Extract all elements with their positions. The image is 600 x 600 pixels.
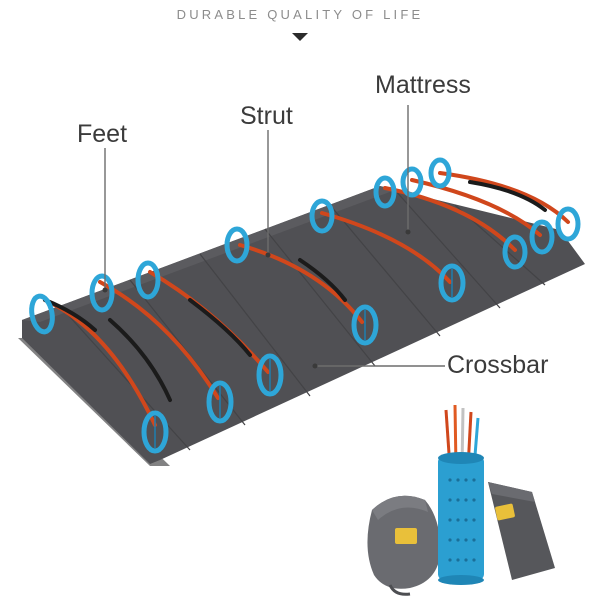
carry-bag-icon xyxy=(367,495,441,596)
leader-dots xyxy=(102,229,411,369)
pole-tube-icon xyxy=(438,404,484,585)
mattress-pouch-icon xyxy=(488,482,555,580)
leader-lines xyxy=(104,105,445,367)
callout-strut: Strut xyxy=(240,102,293,130)
bag-logo-icon xyxy=(395,528,417,544)
ring-details xyxy=(154,268,453,448)
callout-mattress: Mattress xyxy=(375,71,471,99)
pouch-logo-icon xyxy=(495,503,515,521)
folding-cot-icon xyxy=(18,157,585,466)
tagline: DURABLE QUALITY OF LIFE xyxy=(176,7,424,22)
strut-group xyxy=(43,171,570,427)
callout-crossbar: Crossbar xyxy=(447,351,549,379)
callout-feet: Feet xyxy=(77,120,128,148)
mattress xyxy=(22,186,585,464)
down-arrow-icon xyxy=(292,33,308,41)
foot-rings xyxy=(29,157,581,454)
